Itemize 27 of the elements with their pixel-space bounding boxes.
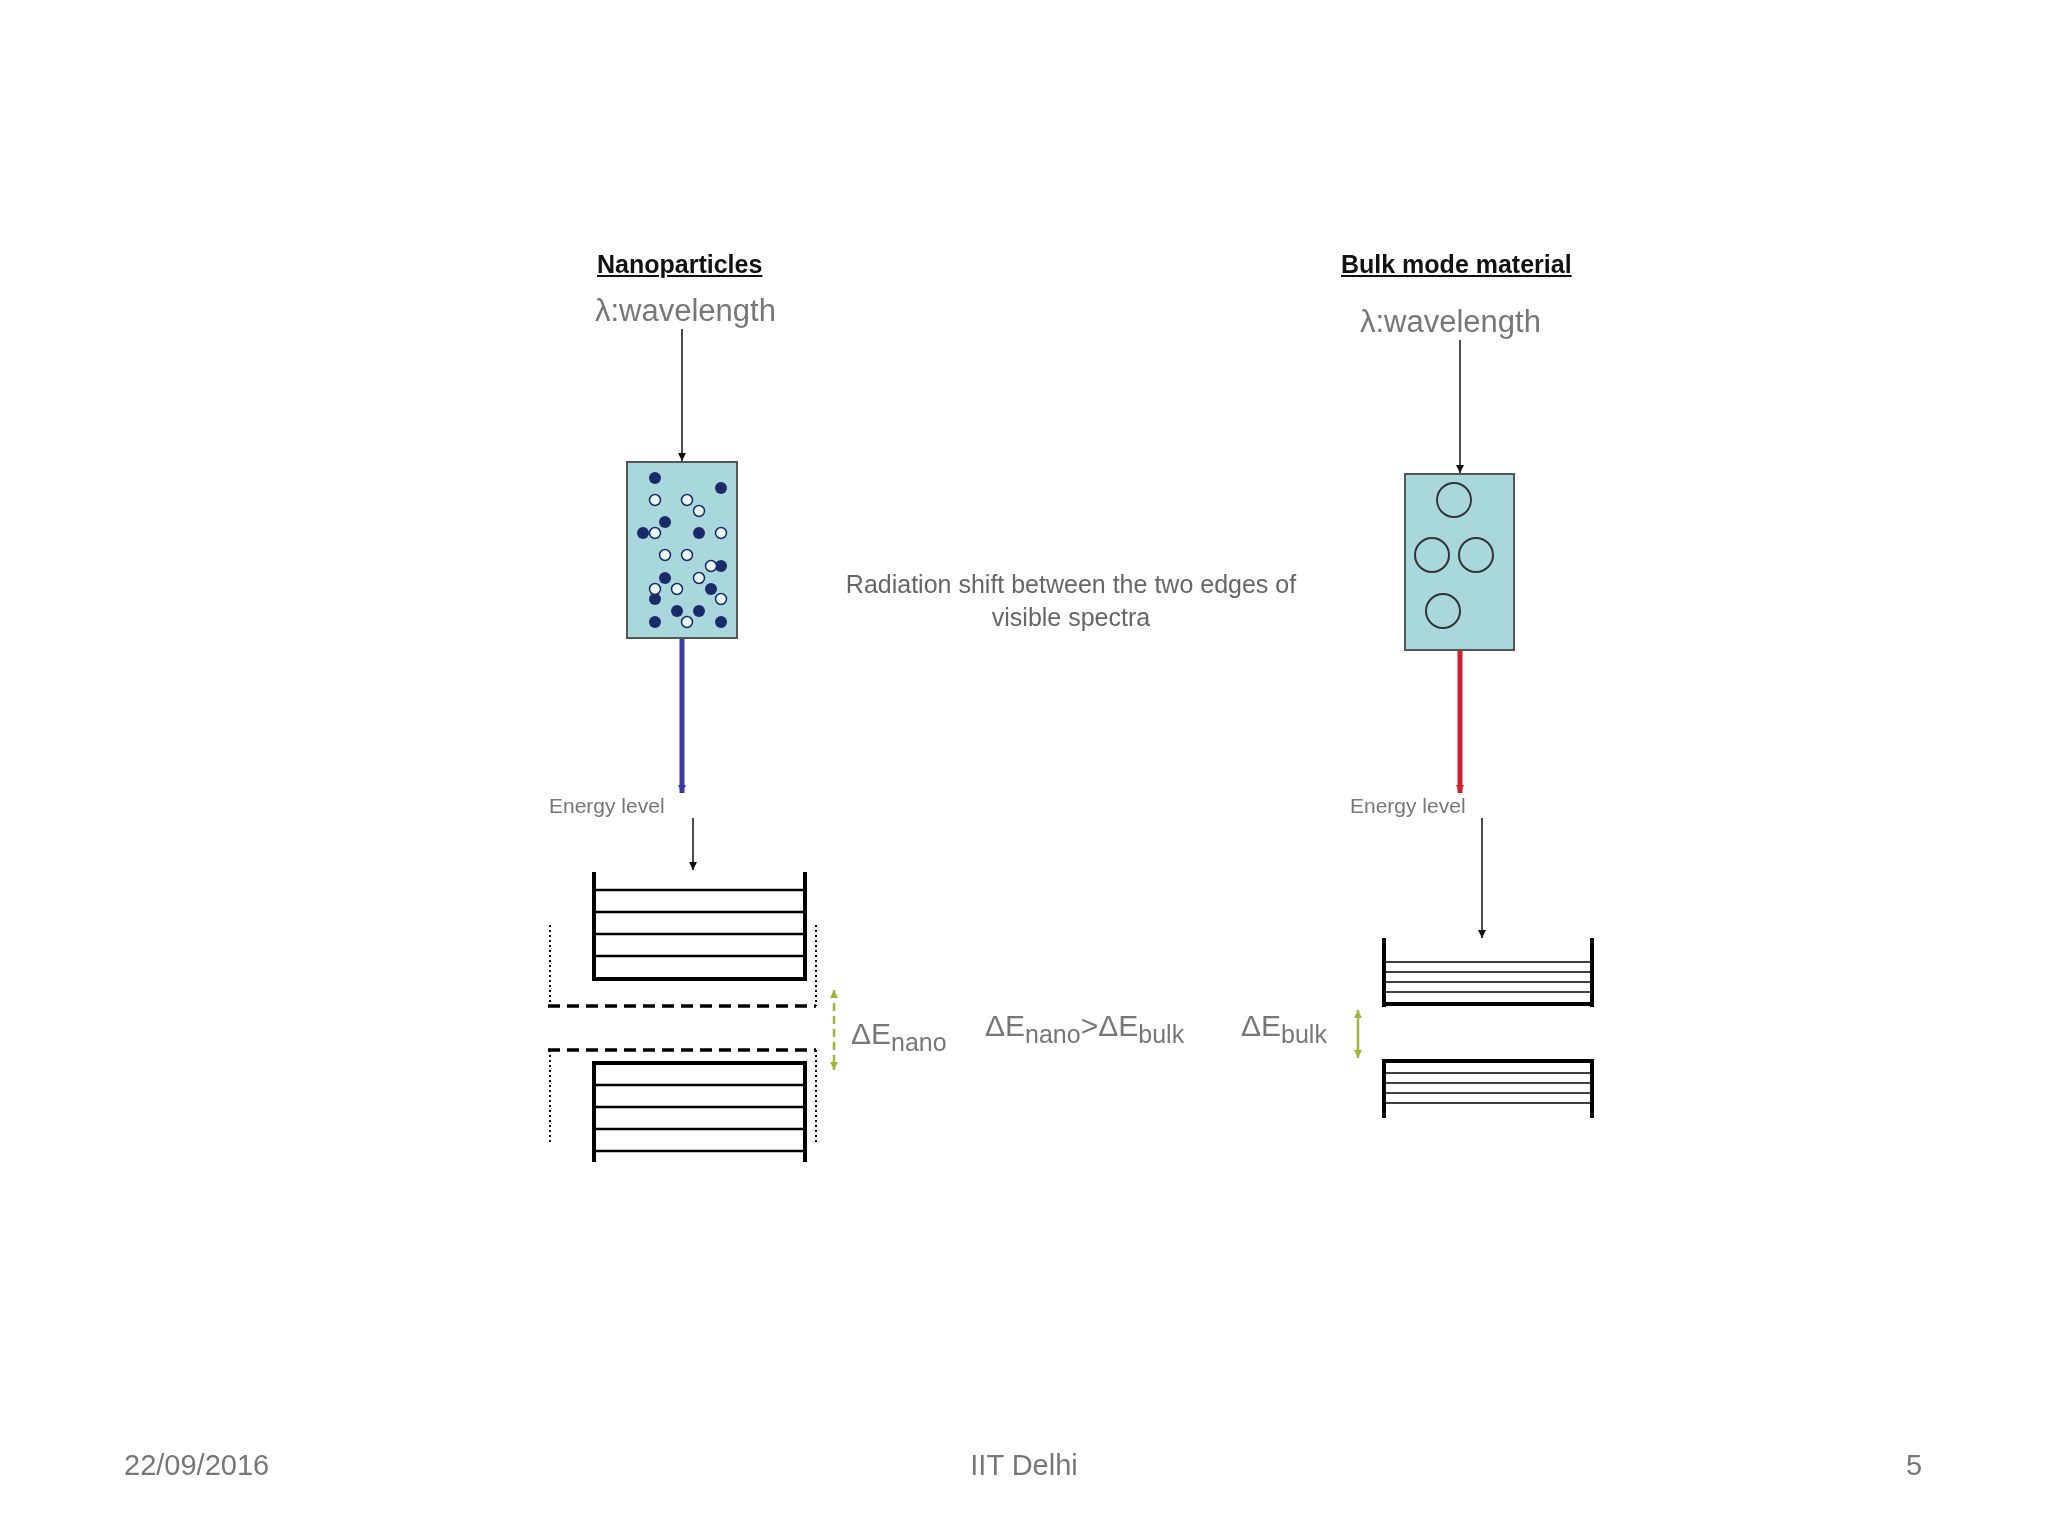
comparison-label: ΔE$_{nano}$>ΔE$_{bulk}$ [985, 1008, 1185, 1050]
arrow [1478, 817, 1486, 939]
energy-band-drawing [548, 1048, 818, 1163]
heading: Nanoparticles [597, 249, 763, 280]
heading: Bulk mode material [1341, 249, 1572, 280]
arrow [689, 817, 697, 871]
energy-band-drawing [548, 870, 818, 1010]
arrow [830, 990, 838, 1070]
energy-gap-label: ΔE$_{nano}$ [851, 1016, 947, 1058]
footer-text: IIT Delhi [969, 1448, 1079, 1483]
energy-level-label: Energy level [1350, 793, 1466, 819]
annotation-text: Radiation shift between the two edges of visible spectra [844, 569, 1298, 633]
wavelength-label: λ:wavelength [595, 292, 776, 330]
arrow [678, 328, 686, 462]
cuvette-drawing [626, 461, 738, 639]
energy-band-drawing [1382, 938, 1594, 1008]
arrow [1456, 339, 1464, 474]
energy-band-drawing [1382, 1058, 1594, 1118]
arrow [1456, 651, 1464, 793]
wavelength-label: λ:wavelength [1360, 303, 1541, 341]
cuvette-drawing [1404, 473, 1515, 651]
energy-gap-label: ΔE$_{bulk}$ [1241, 1008, 1327, 1050]
energy-level-label: Energy level [549, 793, 665, 819]
page-number: 5 [1906, 1448, 1923, 1483]
date-text: 22/09/2016 [124, 1448, 270, 1483]
arrow [678, 639, 686, 793]
arrow [1354, 1010, 1362, 1058]
